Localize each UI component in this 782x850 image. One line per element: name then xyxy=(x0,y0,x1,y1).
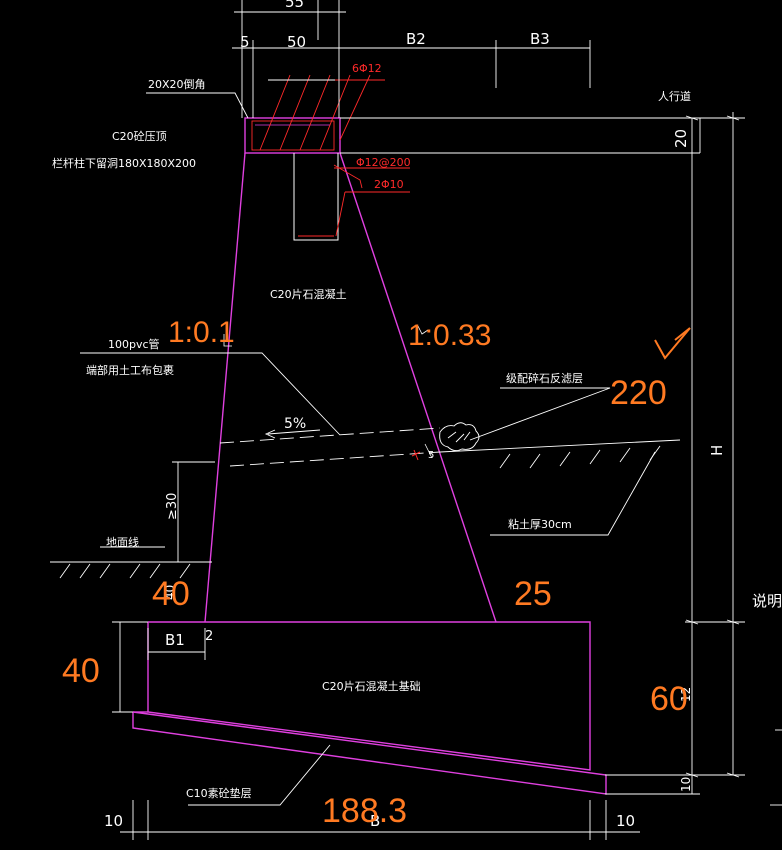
label-post-hole: 栏杆柱下留洞180X180X200 xyxy=(52,156,196,170)
label-cushion: C10素砼垫层 xyxy=(186,786,252,800)
slope-triangles xyxy=(223,325,433,459)
dim-b2: B2 xyxy=(406,30,426,48)
dim-55: 55 xyxy=(285,0,304,11)
annot-footing-60: 60 xyxy=(650,680,688,718)
ground-lines xyxy=(50,427,681,579)
annot-front-slope: 1:0.1 xyxy=(168,316,235,349)
label-pipe-wrap: 端部用土工布包裹 xyxy=(86,363,174,377)
label-ground-line: 地面线 xyxy=(106,535,139,549)
dim-5-slope: 5 xyxy=(428,450,434,461)
dim-20: 20 xyxy=(672,129,690,148)
footing-outline xyxy=(147,621,591,771)
dim-b: B xyxy=(370,812,380,830)
top-guides xyxy=(232,0,701,154)
dim-10-right: 10 xyxy=(679,777,693,792)
left-footing-dim xyxy=(112,461,215,713)
front-face xyxy=(204,152,246,623)
cap-rebars xyxy=(251,74,410,237)
annot-width-188: 188.3 xyxy=(322,792,407,830)
annot-heel-25: 25 xyxy=(514,575,552,613)
slope-mark xyxy=(411,449,421,461)
leader-lines xyxy=(80,92,611,806)
filter-gravel xyxy=(439,422,480,452)
label-sidewalk: 人行道 xyxy=(658,89,691,103)
dim-b1: B1 xyxy=(165,631,185,649)
label-notes: 说明 xyxy=(752,592,782,610)
dim-30: ≥30 xyxy=(165,493,180,520)
label-pipe: 100pvc管 xyxy=(108,337,160,351)
label-rebar-6: 6Φ12 xyxy=(352,62,382,75)
annot-toe-40: 40 xyxy=(152,575,190,613)
check-mark xyxy=(654,327,691,360)
label-rebar-2: 2Φ10 xyxy=(374,178,404,191)
texts: 55 5 50 B2 B3 20X20倒角 6Φ12 人行道 C20砼压顶 栏杆… xyxy=(52,0,782,830)
label-clay: 粘土厚30cm xyxy=(508,517,572,531)
bottom-dimensions xyxy=(120,800,640,840)
dim-50: 50 xyxy=(287,33,306,51)
dim-5: 5 xyxy=(240,33,250,51)
annot-back-slope: 1:0.33 xyxy=(408,319,491,352)
dim-12: 12 xyxy=(679,687,693,702)
back-face xyxy=(339,152,497,623)
dim-2: 2 xyxy=(205,629,213,644)
dim-h: H xyxy=(708,445,726,456)
dim-40-small: 40 xyxy=(163,585,177,600)
annot-height-220: 220 xyxy=(610,374,667,412)
post-hole xyxy=(293,153,339,241)
label-rebar-spacing: Φ12@200 xyxy=(356,156,411,169)
dim-b3: B3 xyxy=(530,30,550,48)
label-wall-concrete: C20片石混凝土 xyxy=(270,287,347,301)
label-footing: C20片石混凝土基础 xyxy=(322,679,421,693)
label-chamfer: 20X20倒角 xyxy=(148,78,206,91)
label-slope-pct: 5% xyxy=(284,416,306,432)
annot-footing-40: 40 xyxy=(62,652,100,690)
label-cap-concrete: C20砼压顶 xyxy=(112,130,167,143)
dim-10-bottom: 10 xyxy=(616,812,635,830)
right-dimensions xyxy=(605,112,782,806)
label-filter: 级配碎石反滤层 xyxy=(506,371,583,385)
dim-10-left: 10 xyxy=(104,812,123,830)
